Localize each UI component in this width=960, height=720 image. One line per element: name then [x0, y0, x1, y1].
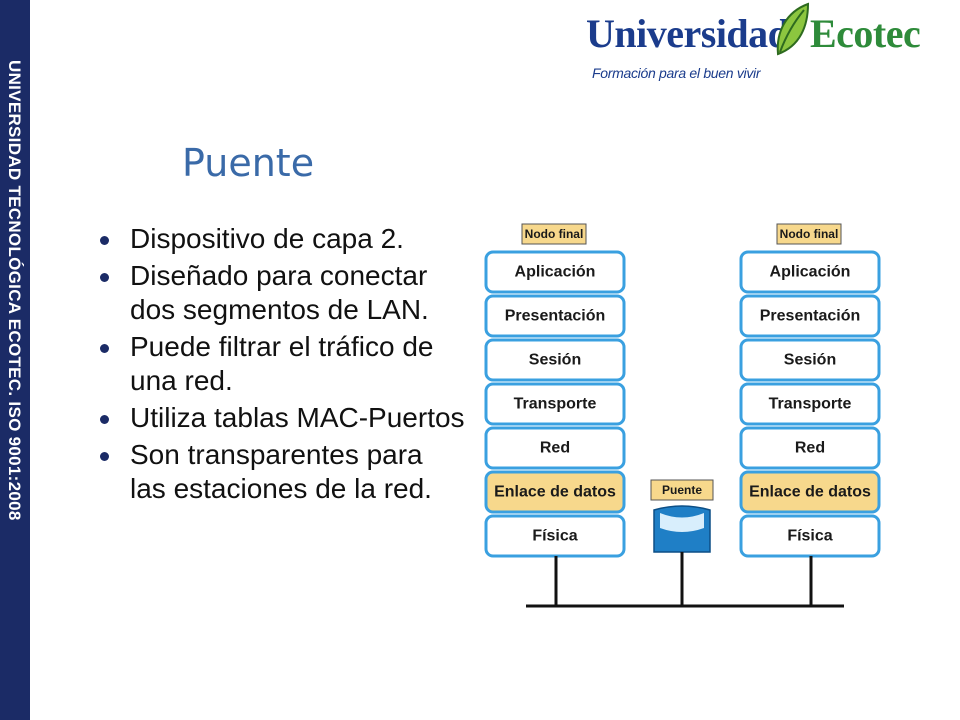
- logo-word-universidad: Universidad: [586, 11, 790, 56]
- osi-layer-label: Presentación: [760, 308, 860, 325]
- osi-layer-label: Sesión: [529, 352, 581, 369]
- slide-title: Puente: [182, 141, 315, 185]
- osi-layer-box: [484, 470, 626, 514]
- logo-word-ecotec: Ecotec: [810, 11, 921, 56]
- bullet-item: Dispositivo de capa 2.: [96, 222, 466, 256]
- leaf-icon: [776, 2, 810, 56]
- osi-layer-label: Transporte: [514, 396, 597, 413]
- end-node-label-box: [521, 223, 587, 245]
- bridge-icon-highlight: [660, 513, 704, 532]
- osi-layer-box: [484, 250, 626, 294]
- osi-layer-box: [739, 382, 881, 426]
- osi-layer-label: Aplicación: [770, 264, 851, 281]
- osi-layer-label: Física: [787, 528, 832, 545]
- sidebar-text: UNIVERSIDAD TECNOLÓGICA ECOTEC. ISO 9001…: [5, 60, 24, 521]
- osi-layer-box: [484, 294, 626, 338]
- bullet-item: Diseñado para conectar dos segmentos de …: [96, 259, 466, 327]
- end-node-label: Nodo final: [780, 227, 839, 241]
- bridge-label-box: [650, 479, 714, 501]
- osi-layer-label: Presentación: [505, 308, 605, 325]
- osi-layer-box: [739, 294, 881, 338]
- bridge-label: Puente: [662, 483, 702, 497]
- osi-layer-label: Enlace de datos: [494, 484, 616, 501]
- bullet-item: Utiliza tablas MAC-Puertos: [96, 401, 466, 435]
- university-logo: Universidad Ecotec Formación para el bue…: [586, 2, 956, 86]
- bullet-dot-icon: [100, 415, 109, 424]
- osi-layer-box: [484, 382, 626, 426]
- end-node-label-box: [776, 223, 842, 245]
- bullet-dot-icon: [100, 452, 109, 461]
- osi-layer-label: Enlace de datos: [749, 484, 871, 501]
- bullet-dot-icon: [100, 344, 109, 353]
- osi-layer-label: Física: [532, 528, 577, 545]
- osi-layer-label: Red: [795, 440, 825, 457]
- osi-layer-box: [484, 338, 626, 382]
- bullet-item: Puede filtrar el tráfico de una red.: [96, 330, 466, 398]
- osi-layer-box: [484, 426, 626, 470]
- osi-layer-box: [739, 338, 881, 382]
- end-node-label: Nodo final: [525, 227, 584, 241]
- osi-layer-label: Transporte: [769, 396, 852, 413]
- bullet-dot-icon: [100, 236, 109, 245]
- osi-bridge-diagram: Nodo finalAplicaciónPresentaciónSesiónTr…: [484, 223, 881, 608]
- osi-layer-label: Red: [540, 440, 570, 457]
- bullet-dot-icon: [100, 273, 109, 282]
- osi-layer-box: [739, 426, 881, 470]
- osi-layer-label: Sesión: [784, 352, 836, 369]
- osi-layer-box: [739, 250, 881, 294]
- bullet-list: Dispositivo de capa 2. Diseñado para con…: [96, 222, 466, 509]
- sidebar-band: UNIVERSIDAD TECNOLÓGICA ECOTEC. ISO 9001…: [0, 0, 30, 720]
- bullet-item: Son transparentes para las estaciones de…: [96, 438, 466, 506]
- osi-layer-label: Aplicación: [515, 264, 596, 281]
- osi-layer-box: [739, 470, 881, 514]
- logo-tagline: Formación para el buen vivir: [592, 65, 761, 81]
